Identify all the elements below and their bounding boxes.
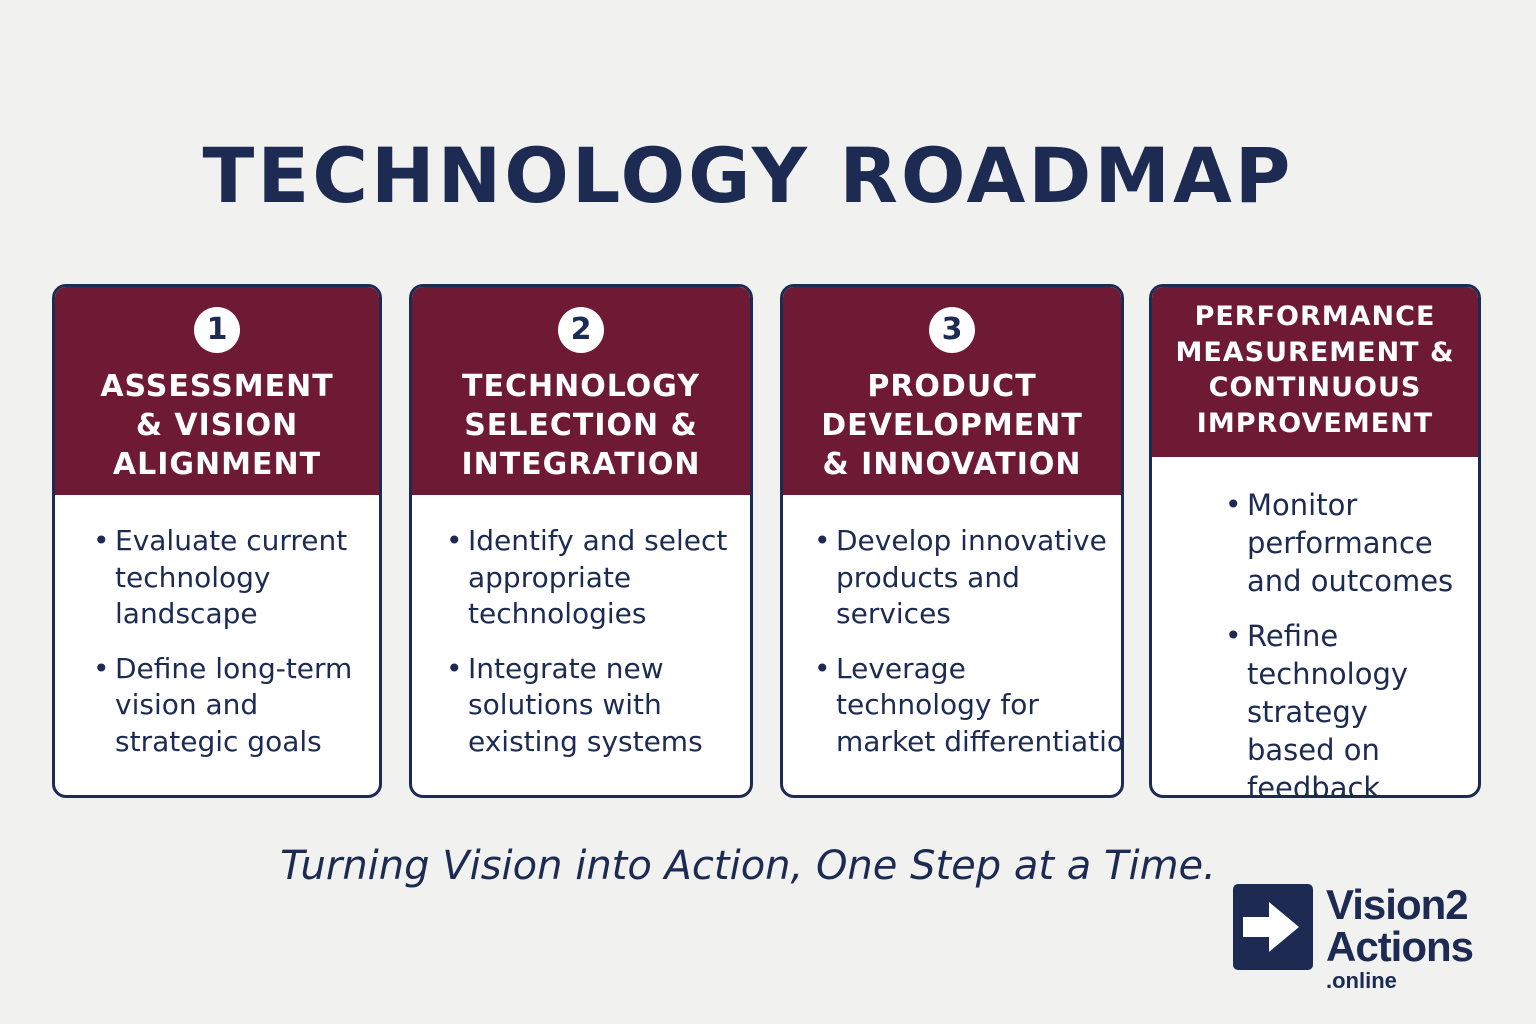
bullet-line: market differentiatio [836,724,1124,758]
bullet-item: • Refine technology strategy based on fe… [1225,617,1453,798]
step-number-badge: 3 [929,307,975,353]
bullet-line: feedback [1247,771,1381,798]
bullet-item: • Monitor performance and outcomes [1225,486,1454,600]
roadmap-card-2: 2 TECHNOLOGY SELECTION & INTEGRATION • I… [409,284,753,798]
bullet-line: existing systems [468,724,703,758]
bullet-line: technology [1247,657,1409,691]
card-title-line: TECHNOLOGY [462,369,700,404]
card-title-line: IMPROVEMENT [1196,407,1434,439]
card-header: 1 ASSESSMENT & VISION ALIGNMENT [55,287,379,495]
bullet-line: Monitor [1247,488,1358,522]
roadmap-card-1: 1 ASSESSMENT & VISION ALIGNMENT • Evalua… [52,284,382,798]
bullet-line: Define long-term [115,651,353,685]
bullet-line: Develop innovative [836,524,1107,557]
bullet-dot-icon: • [93,651,110,685]
arrow-right-icon [1233,884,1313,970]
roadmap-card-4: PERFORMANCE MEASUREMENT & CONTINUOUS IMP… [1149,284,1481,798]
bullet-line: solutions with [468,688,662,721]
brand-logo: Vision2 Actions .online [1233,884,1523,994]
card-title-line: SELECTION & [464,408,698,443]
bullet-line: products and [836,560,1020,594]
card-title: TECHNOLOGY SELECTION & INTEGRATION [412,367,750,484]
card-title-line: DEVELOPMENT [821,408,1083,443]
bullet-line: based on [1247,733,1380,767]
card-title: PERFORMANCE MEASUREMENT & CONTINUOUS IMP… [1152,299,1478,441]
logo-wordmark: Vision2 Actions [1326,881,1474,970]
page-title: TECHNOLOGY ROADMAP [202,131,1294,220]
card-title: PRODUCT DEVELOPMENT & INNOVATION [783,367,1121,484]
bullet-line: Evaluate current [115,524,348,557]
bullet-dot-icon: • [446,524,463,557]
card-title-line: ALIGNMENT [112,447,322,482]
card-title-line: & VISION [135,408,299,443]
bullet-line: appropriate [468,560,632,594]
logo-name-line: Actions [1326,923,1474,970]
bullet-line: strategy [1247,695,1368,729]
card-title-line: ASSESSMENT [100,369,334,404]
card-header: 3 PRODUCT DEVELOPMENT & INNOVATION [783,287,1121,495]
bullet-dot-icon: • [1225,488,1242,521]
card-title-line: & INNOVATION [822,447,1082,482]
bullet-item: • Define long-term vision and strategic … [93,651,353,761]
logo-name-line: Vision2 [1326,881,1469,928]
bullet-item: • Leverage technology for market differe… [814,651,1124,761]
bullet-item: • Evaluate current technology landscape [93,523,352,633]
bullet-list: • Evaluate current technology landscape … [93,523,353,761]
bullet-line: Leverage [836,651,966,685]
bullet-line: Refine [1247,619,1339,653]
bullet-line: vision and [115,688,259,721]
card-title-line: PRODUCT [867,369,1037,404]
bullet-dot-icon: • [93,524,110,557]
card-header: PERFORMANCE MEASUREMENT & CONTINUOUS IMP… [1152,287,1478,457]
card-title: ASSESSMENT & VISION ALIGNMENT [55,367,379,484]
bullet-line: technology [115,560,271,594]
logo-domain: .online [1326,968,1397,993]
bullet-item: • Integrate new solutions with existing … [446,651,727,761]
bullet-item: • Develop innovative products and servic… [814,523,1121,633]
bullet-dot-icon: • [814,651,831,685]
bullet-line: landscape [115,597,258,630]
bullet-line: Identify and select [468,524,728,557]
card-title-line: INTEGRATION [461,447,701,482]
bullet-dot-icon: • [814,524,831,557]
card-title-line: PERFORMANCE [1194,301,1436,332]
bullet-list: • Identify and select appropriate techno… [446,523,728,761]
bullet-dot-icon: • [446,651,463,685]
step-number-badge: 2 [558,307,604,353]
bullet-line: and outcomes [1247,564,1454,598]
bullet-line: services [836,597,951,630]
card-title-line: MEASUREMENT & [1175,336,1455,368]
roadmap-card-3: 3 PRODUCT DEVELOPMENT & INNOVATION • Dev… [780,284,1124,798]
bullet-line: technologies [468,597,647,630]
bullet-dot-icon: • [1225,619,1242,652]
bullet-line: performance [1247,526,1433,560]
card-header: 2 TECHNOLOGY SELECTION & INTEGRATION [412,287,750,495]
bullet-line: technology for [836,688,1039,721]
bullet-line: strategic goals [115,724,322,758]
bullet-item: • Identify and select appropriate techno… [446,523,728,633]
tagline: Turning Vision into Action, One Step at … [280,843,1216,889]
bullet-list: • Develop innovative products and servic… [814,523,1124,761]
bullet-list: • Monitor performance and outcomes • Ref… [1225,486,1454,798]
card-title-line: CONTINUOUS [1208,372,1422,403]
step-number-badge: 1 [194,307,240,353]
bullet-line: Integrate new [468,651,664,685]
